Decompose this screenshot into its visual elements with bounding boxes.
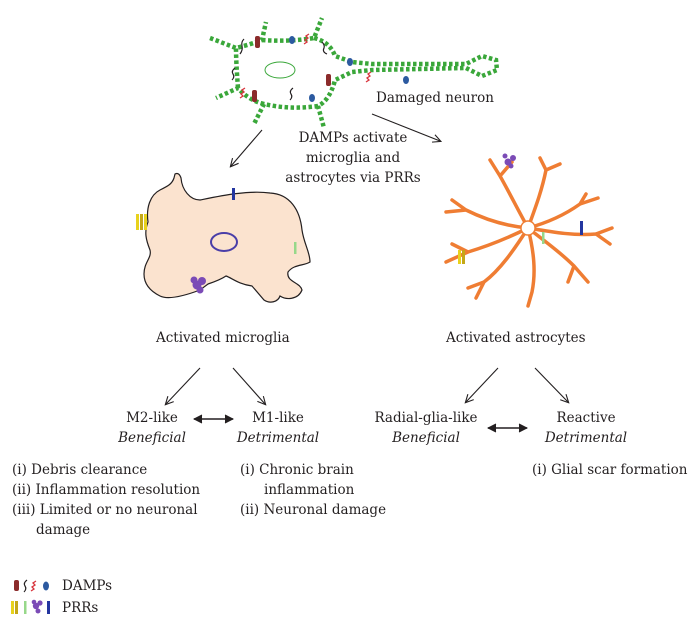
damp-dark-red-icon [14, 580, 19, 591]
prr-blue-icon [580, 221, 583, 235]
damp-dark-red-icon [326, 74, 331, 86]
m2-effect-3-cont: damage [36, 522, 91, 538]
prr-yellow-icon [136, 214, 147, 230]
arrow-to-reactive [534, 367, 568, 402]
m2-effect-2: (ii) Inflammation resolution [12, 482, 201, 498]
m1-effect-2: (ii) Neuronal damage [240, 502, 387, 518]
prr-yellow-icon [458, 250, 465, 264]
prr-blue-icon [232, 188, 235, 200]
reactive-effect-1: (i) Glial scar formation [532, 462, 688, 478]
arrow-to-m1 [232, 367, 265, 404]
m2-like-label: M2-like Beneficial [100, 408, 204, 448]
m1-like-role: Detrimental [236, 430, 320, 446]
damp-blue-oval-icon [309, 94, 315, 102]
radial-glia-like-label: Radial-glia-like Beneficial [356, 408, 496, 448]
legend-prrs-label: PRRs [62, 600, 99, 616]
damp-dark-red-icon [252, 90, 257, 102]
damp-squiggle-icon [239, 38, 245, 55]
m2-effect-3: (iii) Limited or no neuronal [12, 502, 198, 518]
arrow-to-radial [466, 367, 499, 402]
damp-squiggle-icon [231, 67, 236, 81]
damaged-neuron [209, 17, 500, 129]
neuron-damps [231, 33, 409, 102]
reactive-role: Detrimental [544, 430, 628, 446]
arrow-to-astrocytes [371, 113, 440, 141]
m1-effects-list: (i) Chronic brain inflammation (ii) Neur… [240, 460, 386, 520]
damaged-neuron-label: Damaged neuron [376, 90, 494, 106]
damp-squiggle-icon [23, 579, 28, 593]
m1-like-label: M1-like Detrimental [226, 408, 330, 448]
microglia-cell [143, 172, 311, 303]
microglia-nucleus [210, 232, 238, 252]
legend-prr-icons [11, 599, 50, 614]
damp-squiggle-icon [321, 41, 328, 55]
arrow-to-microglia [231, 129, 263, 166]
m2-like-role: Beneficial [118, 430, 186, 446]
prr-green-icon [294, 242, 297, 254]
reactive-label: Reactive Detrimental [536, 408, 636, 448]
reactive-name: Reactive [556, 410, 616, 426]
damps-text-line-1: DAMPs activate [298, 130, 408, 146]
reactive-effects-list: (i) Glial scar formation [532, 460, 688, 480]
damps-activation-text: DAMPs activate microglia and astrocytes … [278, 128, 428, 188]
m1-like-name: M1-like [252, 410, 304, 426]
m1-effect-1-cont: inflammation [264, 482, 355, 498]
damp-blue-oval-icon [43, 581, 49, 591]
damp-blue-oval-icon [347, 58, 353, 66]
prr-green-icon [542, 232, 545, 244]
damps-text-line-3: astrocytes via PRRs [285, 170, 421, 186]
damp-dark-red-icon [255, 36, 260, 48]
damp-blue-oval-icon [289, 36, 295, 44]
damp-red-zigzag-icon [30, 580, 37, 592]
damp-red-zigzag-icon [303, 33, 310, 45]
prr-purple-icon [31, 599, 43, 614]
radial-glia-like-name: Radial-glia-like [374, 410, 478, 426]
damp-red-zigzag-icon [365, 71, 372, 83]
m2-effect-1: (i) Debris clearance [12, 462, 148, 478]
astrocyte-nucleus [520, 220, 536, 236]
prr-green-icon [24, 601, 27, 614]
damp-red-zigzag-icon [239, 87, 246, 99]
prr-yellow-icon [11, 601, 14, 614]
prr-blue-icon [47, 601, 50, 614]
m2-like-name: M2-like [126, 410, 178, 426]
microglia-title: Activated microglia [156, 330, 290, 346]
legend-damp-icons [14, 579, 49, 593]
prr-purple-icon [190, 276, 206, 294]
damp-squiggle-icon [289, 87, 294, 101]
m1-effect-1: (i) Chronic brain [240, 462, 354, 478]
damps-text-line-2: microglia and [305, 150, 401, 166]
arrow-to-m2 [166, 367, 201, 404]
neuron-nucleus [264, 61, 296, 79]
astrocytes-title: Activated astrocytes [446, 330, 586, 346]
prr-purple-icon [502, 153, 516, 169]
m2-effects-list: (i) Debris clearance (ii) Inflammation r… [12, 460, 200, 540]
legend-damps-label: DAMPs [62, 578, 113, 594]
damp-blue-oval-icon [403, 76, 409, 84]
radial-glia-like-role: Beneficial [392, 430, 460, 446]
